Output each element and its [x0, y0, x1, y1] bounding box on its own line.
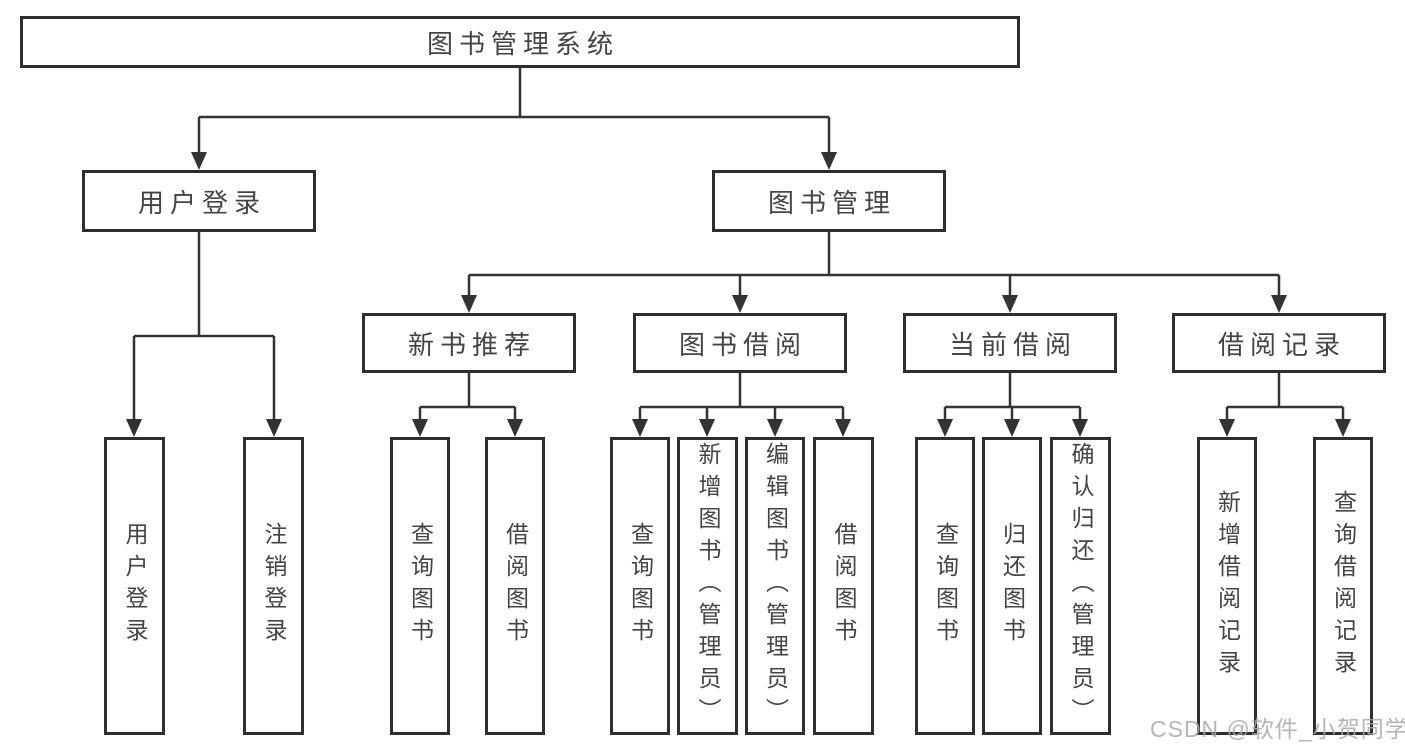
node-root: 图书管理系统	[20, 16, 1020, 68]
leaf-query-borrow-record: 查询借阅记录	[1313, 437, 1373, 735]
leaf-return-books-label: 归还图书	[999, 522, 1026, 650]
leaf-add-borrow-record: 新增借阅记录	[1197, 437, 1257, 735]
leaf-edit-books-admin: 编辑图书（管理员）	[745, 437, 805, 735]
leaf-query-borrow-record-label: 查询借阅记录	[1330, 490, 1357, 682]
leaf-logout-label: 注销登录	[261, 522, 287, 650]
leaf-borrow-books-2: 借阅图书	[813, 437, 874, 735]
node-borrow-records: 借阅记录	[1172, 313, 1386, 373]
leaf-query-books-2-label: 查询图书	[627, 522, 654, 650]
leaf-query-books-3-label: 查询图书	[932, 522, 959, 650]
leaf-logout: 注销登录	[243, 437, 304, 735]
csdn-watermark: CSDN @软件_小贺同学	[1150, 716, 1405, 742]
node-user-login: 用户登录	[82, 170, 316, 232]
leaf-borrow-books-2-label: 借阅图书	[831, 522, 857, 650]
leaf-confirm-return-admin: 确认归还（管理员）	[1050, 437, 1111, 735]
leaf-add-books-admin-label: 新增图书（管理员）	[695, 442, 721, 730]
leaf-query-books-2: 查询图书	[610, 437, 670, 735]
node-book-borrow: 图书借阅	[633, 313, 847, 373]
leaf-add-books-admin: 新增图书（管理员）	[677, 437, 738, 735]
leaf-borrow-books-1-label: 借阅图书	[502, 522, 529, 650]
leaf-return-books: 归还图书	[982, 437, 1042, 735]
leaf-query-books-3: 查询图书	[915, 437, 975, 735]
node-current-borrow: 当前借阅	[903, 313, 1117, 373]
node-new-book-recommend: 新书推荐	[362, 313, 576, 373]
leaf-add-borrow-record-label: 新增借阅记录	[1214, 490, 1241, 682]
leaf-query-books-1: 查询图书	[390, 437, 450, 735]
leaf-user-login-label: 用户登录	[122, 522, 148, 650]
leaf-query-books-1-label: 查询图书	[407, 522, 434, 650]
leaf-borrow-books-1: 借阅图书	[485, 437, 545, 735]
leaf-user-login: 用户登录	[104, 437, 165, 735]
node-book-management: 图书管理	[712, 170, 946, 232]
leaf-confirm-return-admin-label: 确认归还（管理员）	[1068, 442, 1094, 730]
leaf-edit-books-admin-label: 编辑图书（管理员）	[762, 442, 789, 730]
